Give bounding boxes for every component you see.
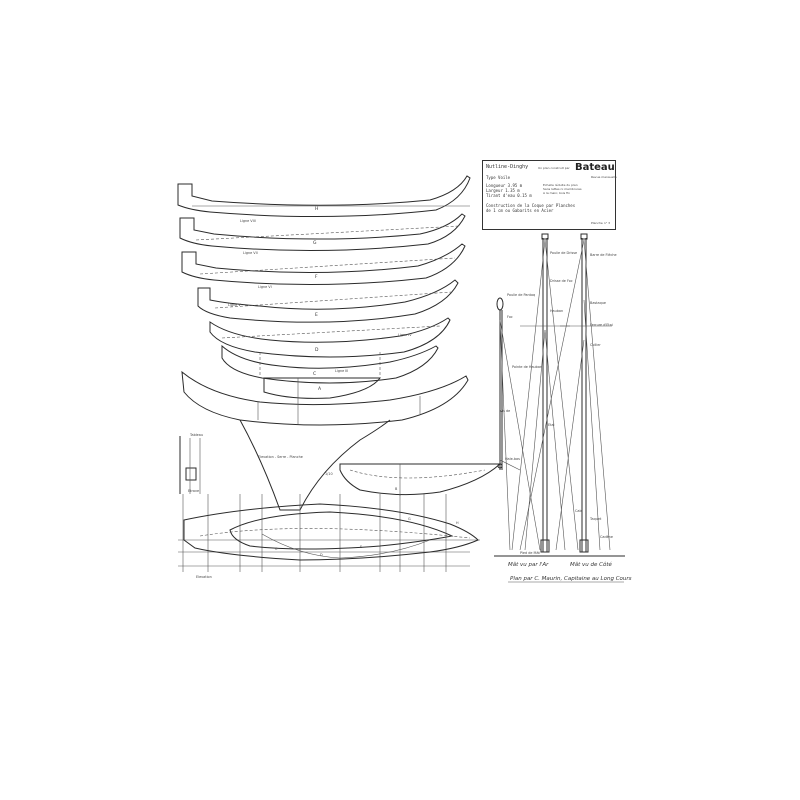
sheet-ref: Planche n° 3 [591, 221, 610, 225]
profile-station-e: E [360, 545, 362, 549]
construction-method: Construction de la Coque par Planches [486, 203, 576, 208]
elevation-caption: Elevation - Serre - Planche [258, 455, 303, 459]
station-h-label: H [315, 206, 318, 212]
rig-note-6: Barre de Flèche [590, 253, 617, 257]
left-mast-note-5: Hale-bas [505, 457, 520, 461]
station-b-label: B [395, 487, 398, 491]
magazine-sub: Revue mensuelle [591, 175, 617, 179]
line-5-label: Ligne V [228, 303, 241, 307]
frame-e: E Ligne V [197, 279, 459, 323]
rig-note-9: Collier [590, 343, 601, 347]
left-mast-note-1: Poulie de Pantoq [507, 293, 535, 297]
line-7-label: Ligne VII [243, 251, 258, 255]
station-a-label: A [318, 386, 322, 392]
station-g-label: G [313, 240, 317, 246]
rig-note-7: Bastaque [590, 301, 606, 305]
note-1: Echelle réduite du plan [543, 183, 578, 187]
title-block: Nutline-Dinghy Un plan construit par Bat… [482, 160, 617, 230]
frame-h: H Ligne VIII [177, 175, 471, 223]
frame-g: G Ligne VII [179, 213, 466, 255]
frame-d: D Ligne IV [209, 317, 451, 358]
boat-type: Type Voile [486, 175, 511, 180]
keel-outline [239, 419, 391, 511]
rig-note-2: Drisse de Foc [550, 279, 573, 283]
magazine-name: Bateau [575, 162, 615, 173]
line-6-label: Ligne VI [258, 285, 272, 289]
midsection-curve: B [339, 463, 502, 496]
left-mast-note-2: Foc [507, 315, 513, 319]
frame-f: F Ligne VI [181, 243, 466, 289]
station-d-label: D [315, 347, 319, 353]
frame-c: C Ligne III [221, 344, 439, 384]
rig-note-8: Ferrure d'Etai [590, 323, 613, 327]
note-2: Sans lattes ni membrures [543, 187, 582, 191]
transom-label: Tableau [189, 433, 203, 437]
left-mast-note-4: Vis de [500, 409, 510, 413]
stern-bottom-label: Elevation [196, 575, 212, 579]
profile-station-d: D [320, 553, 323, 557]
rig-note-12: Cale [575, 509, 582, 513]
rig-note-1: Poulie de Drisse [550, 251, 577, 255]
publisher-text: Un plan construit par [538, 166, 570, 170]
length-spec: Longueur 3.95 m [486, 183, 523, 188]
mast-aft-view: Poulie de Drisse Drisse de Foc Hauban Et… [511, 233, 579, 555]
mast-side-view: Barre de Flèche Bastaque Ferrure d'Etai … [519, 233, 617, 553]
rig-note-4: Etai [548, 423, 555, 427]
rig-note-11: Cadène [600, 535, 613, 539]
station-e-label: E [315, 312, 318, 318]
transom-detail: Tableau Etrave [179, 433, 203, 494]
line-4-label: Ligne IV [398, 333, 412, 337]
beam-spec: Largeur 1.35 m [486, 188, 520, 193]
line-3-label: Ligne III [335, 369, 348, 373]
line-8-label: Ligne VIII [240, 219, 256, 223]
rig-note-3: Hauban [550, 309, 563, 313]
scale-note: 1/10 [325, 472, 333, 476]
stern-label: Etrave [188, 489, 199, 493]
boat-name: Nutline-Dinghy [486, 164, 529, 170]
frame-a: A [181, 370, 469, 426]
construction-method-2: de 1 cm ou Gabarits en Acier [486, 208, 554, 213]
profile-station-c: C [275, 547, 278, 551]
mast-left-caption: Mât vu par l'Ar [508, 561, 549, 568]
left-mast-note-3: Pointe de Hauban [512, 365, 542, 369]
station-f-label: F [315, 274, 318, 280]
mast-right-caption: Mât vu de Côté [570, 561, 612, 568]
draft-spec: Tirant d'eau 0.15 m [486, 193, 532, 198]
note-3: A la main; bois fin [543, 191, 570, 195]
profile-station-h: H [456, 521, 459, 525]
profile-station-g: G [408, 517, 411, 521]
rig-note-10: Taquet [589, 517, 602, 521]
rig-note-5: Pied de Mât [520, 551, 541, 555]
station-c-label: C [313, 371, 316, 377]
author-credit: Plan par C. Maurin, Capitaine au Long Co… [510, 576, 632, 582]
hull-profile: D E G H C Elevation [178, 494, 480, 579]
